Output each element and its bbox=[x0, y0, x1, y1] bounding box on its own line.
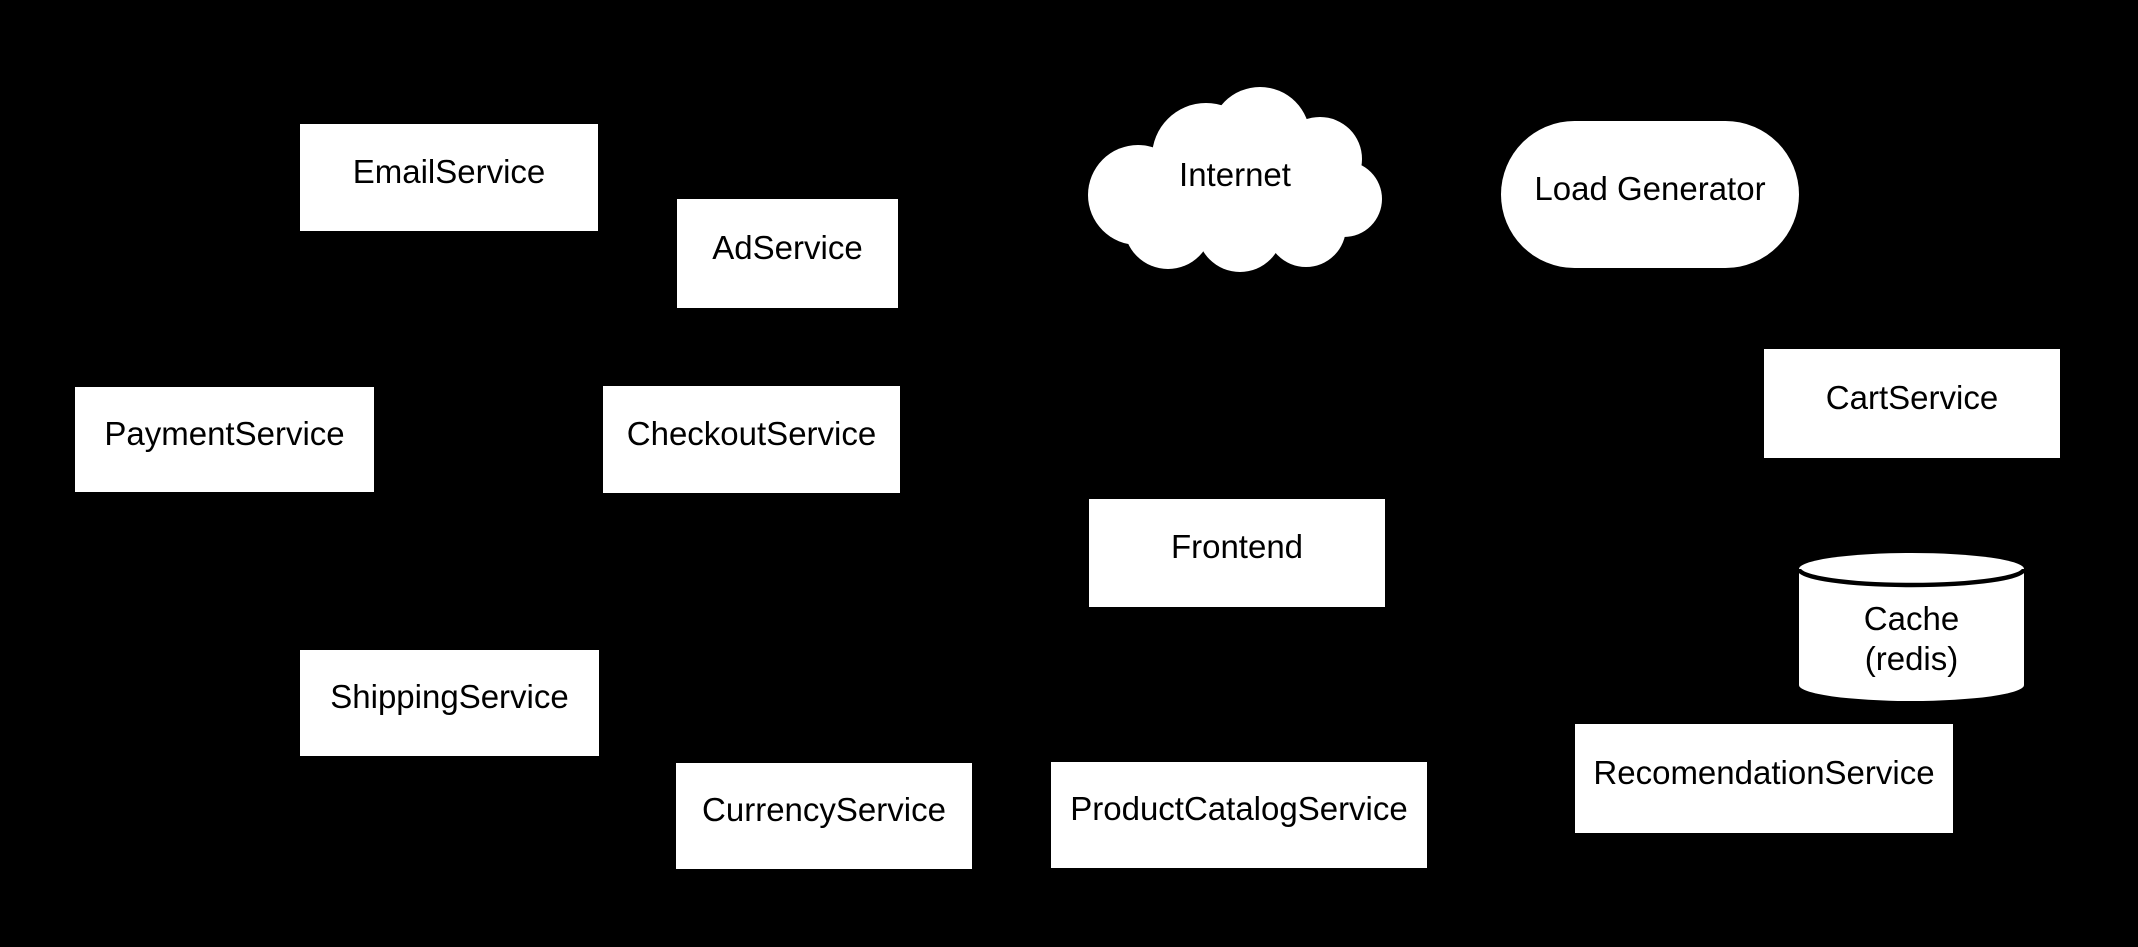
node-label: ProductCatalogService bbox=[1070, 790, 1408, 828]
node-cartservice: CartService bbox=[1764, 349, 2060, 458]
node-load-generator: Load Generator bbox=[1501, 121, 1799, 268]
node-label: CurrencyService bbox=[702, 791, 946, 829]
node-label: AdService bbox=[712, 228, 863, 266]
node-label: Cache (redis) bbox=[1863, 600, 1960, 677]
node-shippingservice: ShippingService bbox=[300, 650, 599, 756]
node-frontend: Frontend bbox=[1089, 499, 1385, 607]
node-label: RecomendationService bbox=[1593, 753, 1935, 791]
node-emailservice: EmailService bbox=[300, 124, 598, 231]
node-label: CheckoutService bbox=[626, 414, 877, 452]
node-internet: Internet bbox=[1088, 87, 1382, 272]
node-label: Frontend bbox=[1170, 528, 1304, 566]
node-label: CartService bbox=[1825, 378, 1999, 416]
node-label: ShippingService bbox=[330, 678, 569, 716]
cloud-shape bbox=[1088, 87, 1382, 272]
node-cache-redis: Cache (redis) bbox=[1799, 553, 2024, 701]
node-label: Internet bbox=[1179, 155, 1291, 193]
node-checkoutservice: CheckoutService bbox=[603, 386, 900, 493]
node-productcatalogservice: ProductCatalogService bbox=[1051, 762, 1427, 868]
cylinder-shape bbox=[1799, 553, 2024, 701]
node-label: EmailService bbox=[352, 152, 546, 190]
node-label: PaymentService bbox=[104, 414, 345, 452]
node-currencyservice: CurrencyService bbox=[676, 763, 972, 869]
node-paymentservice: PaymentService bbox=[75, 387, 374, 492]
node-adservice: AdService bbox=[677, 199, 898, 308]
node-label: Load Generator bbox=[1534, 169, 1766, 207]
node-recomendationservice: RecomendationService bbox=[1575, 724, 1953, 833]
